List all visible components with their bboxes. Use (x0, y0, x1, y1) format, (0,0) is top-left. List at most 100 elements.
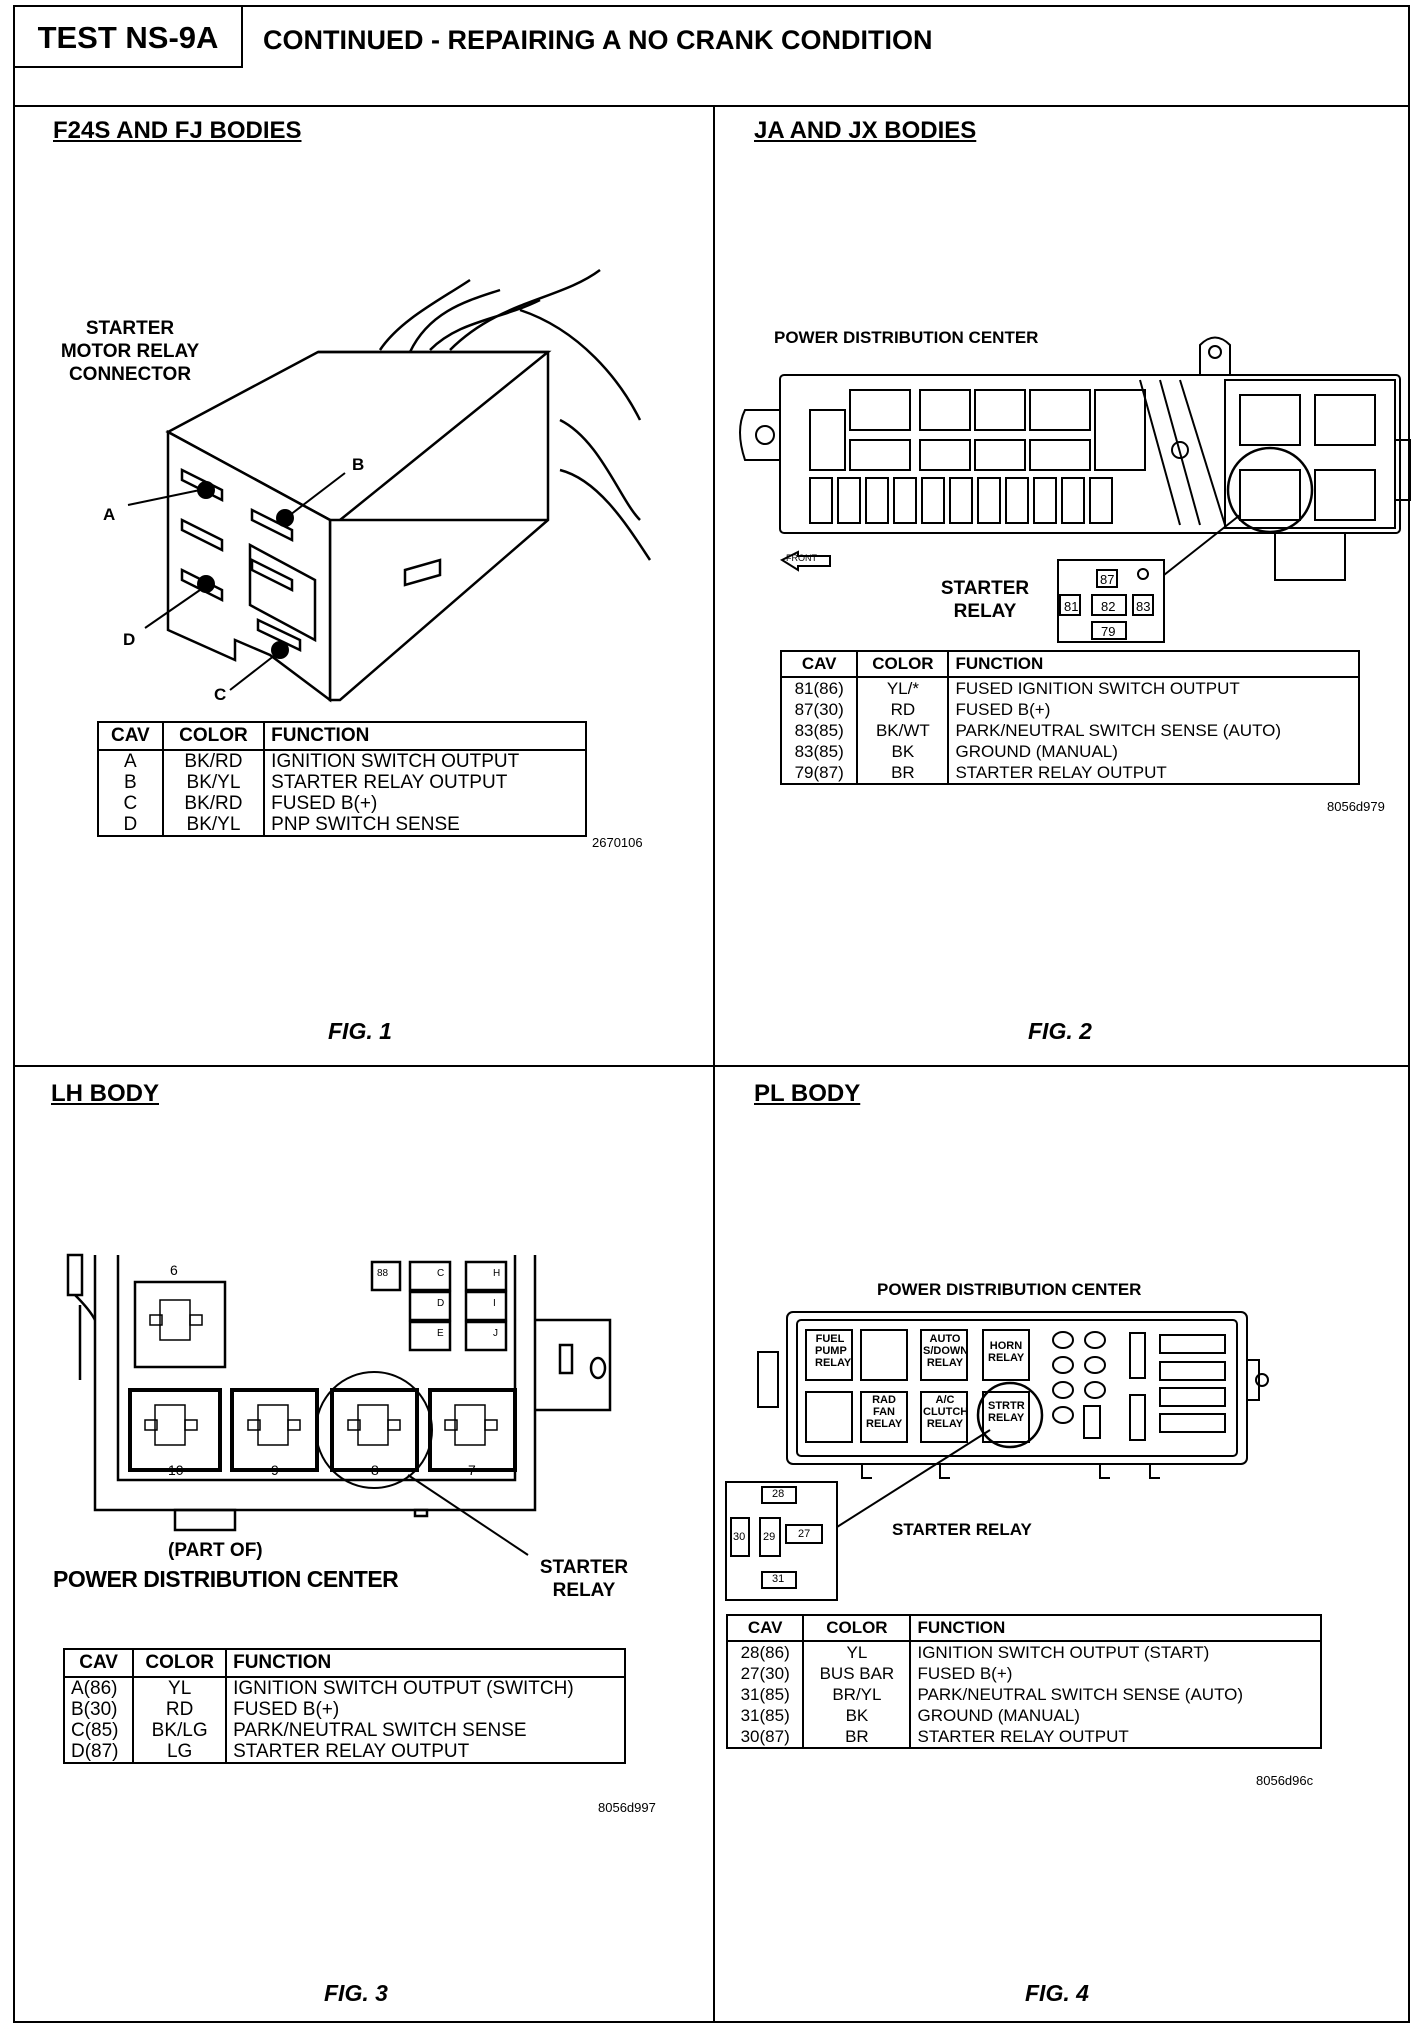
cell: PNP SWITCH SENSE (263, 814, 587, 836)
panel2-pdc-label: POWER DISTRIBUTION CENTER (774, 328, 1039, 347)
th-cav: CAV (62, 1648, 135, 1678)
pin-a-label: A (103, 505, 116, 524)
cell: C(85) (62, 1720, 135, 1741)
cell: PARK/NEUTRAL SWITCH SENSE (225, 1720, 626, 1741)
th-color: COLOR (161, 721, 266, 751)
pin-d-label: D (123, 630, 136, 649)
horizontal-divider (15, 1065, 1408, 1067)
th-cav: CAV (725, 1614, 805, 1642)
cell: PARK/NEUTRAL SWITCH SENSE (AUTO) (909, 1684, 1322, 1705)
cell: D (97, 814, 164, 836)
th-function: FUNCTION (947, 650, 1360, 678)
panel3-pdc-label-1: (PART OF) (168, 1540, 263, 1561)
cell: RD (132, 1699, 228, 1720)
cell: 87(30) (779, 699, 859, 720)
panel4-code: 8056d96c (1256, 1773, 1314, 1788)
cell: BK/YL (161, 772, 266, 793)
cell: 81(86) (779, 677, 859, 699)
relay-num-7: 7 (468, 1462, 476, 1478)
relay-cav-30: 30 (733, 1531, 746, 1543)
cell: BK/YL (161, 814, 266, 836)
relay-cav-27: 27 (798, 1528, 811, 1540)
relay-cav-31: 31 (772, 1573, 785, 1585)
panel1-title: F24S AND FJ BODIES (53, 117, 302, 144)
panel3-pdc-label-2: POWER DISTRIBUTION CENTER (53, 1566, 399, 1592)
cell: LG (132, 1741, 228, 1763)
relay-num-9: 9 (271, 1462, 279, 1478)
cell: 83(85) (779, 741, 859, 762)
cell: 83(85) (779, 720, 859, 741)
panel1-connector-label: STARTER MOTOR RELAY CONNECTOR (60, 318, 200, 385)
cell: YL (132, 1677, 228, 1699)
relay-cav-29: 29 (763, 1531, 776, 1543)
panel4-fig: FIG. 4 (1025, 1980, 1089, 2006)
panel2-cav-table: CAV COLOR FUNCTION 81(86)YL/*FUSED IGNIT… (779, 650, 1360, 785)
pdc-drawing-pl (725, 1311, 1269, 1601)
th-function: FUNCTION (263, 721, 587, 751)
cell: A (97, 750, 164, 772)
cell: IGNITION SWITCH OUTPUT (START) (909, 1641, 1322, 1663)
cell: YL/* (856, 677, 950, 699)
cell: IGNITION SWITCH OUTPUT (SWITCH) (225, 1677, 626, 1699)
cell: BUS BAR (802, 1663, 912, 1684)
cell: PARK/NEUTRAL SWITCH SENSE (AUTO) (947, 720, 1360, 741)
cell: BK/RD (161, 793, 266, 814)
panel2-title: JA AND JX BODIES (754, 117, 977, 144)
cell: C (97, 793, 164, 814)
fuse-i: I (493, 1298, 496, 1309)
cell: BK/WT (856, 720, 950, 741)
panel2-code: 8056d979 (1327, 799, 1385, 814)
cell: FUSED B(+) (225, 1699, 626, 1720)
cell: 31(85) (725, 1684, 805, 1705)
relay-cav-81: 81 (1064, 599, 1079, 614)
table-row: 81(86)YL/*FUSED IGNITION SWITCH OUTPUT (779, 677, 1360, 699)
relay-num-8: 8 (371, 1462, 379, 1478)
test-id: TEST NS-9A (15, 7, 243, 68)
cell: BR/YL (802, 1684, 912, 1705)
cell: FUSED B(+) (263, 793, 587, 814)
panel3-fig: FIG. 3 (324, 1980, 388, 2006)
cell: STARTER RELAY OUTPUT (909, 1726, 1322, 1748)
cell: STARTER RELAY OUTPUT (947, 762, 1360, 784)
th-color: COLOR (802, 1614, 912, 1642)
pin-c-label: C (214, 685, 227, 704)
panel4-pdc-label: POWER DISTRIBUTION CENTER (877, 1280, 1142, 1299)
cell: FUSED IGNITION SWITCH OUTPUT (947, 677, 1360, 699)
cell: 79(87) (779, 762, 859, 784)
cell: 28(86) (725, 1641, 805, 1663)
fuse-j: J (493, 1328, 498, 1339)
cell: BR (802, 1726, 912, 1748)
cell: A(86) (62, 1677, 135, 1699)
fuse-88: 88 (377, 1268, 389, 1279)
cell: BK/RD (161, 750, 266, 772)
pdc-drawing-lh (66, 1253, 612, 1556)
relay-cav-87: 87 (1100, 572, 1115, 587)
cell: BK/LG (132, 1720, 228, 1741)
cell: 30(87) (725, 1726, 805, 1748)
th-cav: CAV (779, 650, 859, 678)
relay-cav-82: 82 (1101, 599, 1116, 614)
front-label: FRONT (786, 553, 817, 563)
panel4-relay-label: STARTER RELAY (892, 1520, 1032, 1539)
panel3-code: 8056d997 (598, 1800, 656, 1815)
cell: GROUND (MANUAL) (947, 741, 1360, 762)
fuse-e: E (437, 1328, 444, 1339)
cell: BK (856, 741, 950, 762)
